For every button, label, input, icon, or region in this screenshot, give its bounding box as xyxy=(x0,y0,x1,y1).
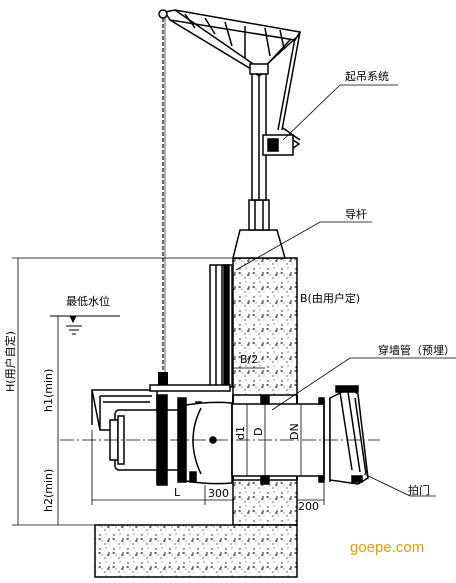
dim-h2: h2(min) xyxy=(42,469,55,512)
flap-valve xyxy=(329,385,369,485)
dim-d1: d1 xyxy=(234,426,247,440)
water-level-symbol xyxy=(50,315,120,335)
watermark: goepe.com xyxy=(350,539,424,556)
dim-300: 300 xyxy=(208,487,229,500)
concrete-structure xyxy=(94,257,298,578)
label-lowest-water-level: 最低水位 xyxy=(66,294,110,308)
label-wall-thickness: B(由用户定) xyxy=(300,291,360,305)
dim-dn: DN xyxy=(288,423,301,440)
label-guide-rod: 导杆 xyxy=(345,207,367,221)
mixer-pump xyxy=(91,384,233,486)
dim-h1: h1(min) xyxy=(42,369,55,412)
dim-half-b: B/2 xyxy=(240,353,258,366)
label-user-height: H(用户自定) xyxy=(3,331,17,392)
guide-rod-frame xyxy=(209,264,233,388)
dim-l: L xyxy=(174,486,181,499)
dimension-lines xyxy=(12,84,456,526)
label-wall-pipe: 穿墙管（预埋） xyxy=(378,343,455,357)
dim-200: 200 xyxy=(298,500,319,513)
label-flap-valve: 拍门 xyxy=(408,483,430,497)
lifting-chain xyxy=(158,18,168,386)
lifting-crane xyxy=(158,9,302,259)
dim-d: D xyxy=(252,428,265,436)
label-lifting-system: 起吊系统 xyxy=(345,70,389,83)
